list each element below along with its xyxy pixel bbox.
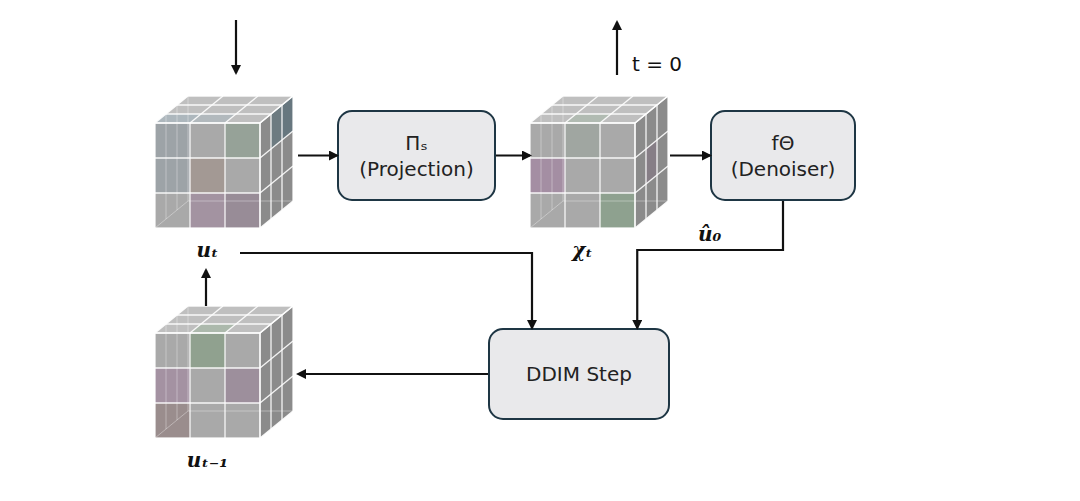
tensor-node: uₜ [155,96,295,262]
tensor-label: χₜ [530,238,635,262]
edge-label: û₀ [698,222,721,246]
tensor-cube [155,306,293,438]
tensor-label: uₜ₋₁ [155,448,260,472]
tensor-node: uₜ₋₁ [155,306,295,472]
input-arrow [235,20,237,73]
flow-arrow [496,154,530,156]
tensor-cube [155,96,293,228]
process-box: fΘ (Denoiser) [710,110,856,201]
box-label: Πₛ (Projection) [354,130,479,182]
tensor-node: χₜ [530,96,670,262]
step-note: t = 0 [632,52,682,76]
flow-arrow [298,154,337,156]
flow-arrow [637,201,783,328]
flow-arrow [298,373,488,375]
flow-arrow [240,253,532,328]
output-arrow [616,22,618,75]
process-box: Πₛ (Projection) [337,110,496,201]
tensor-cube [530,96,668,228]
box-label: DDIM Step [494,361,664,387]
flow-arrow [670,154,710,156]
tensor-label: uₜ [155,238,260,262]
box-label: fΘ (Denoiser) [727,130,839,182]
flow-arrow [205,270,207,306]
process-box: DDIM Step [488,328,670,420]
